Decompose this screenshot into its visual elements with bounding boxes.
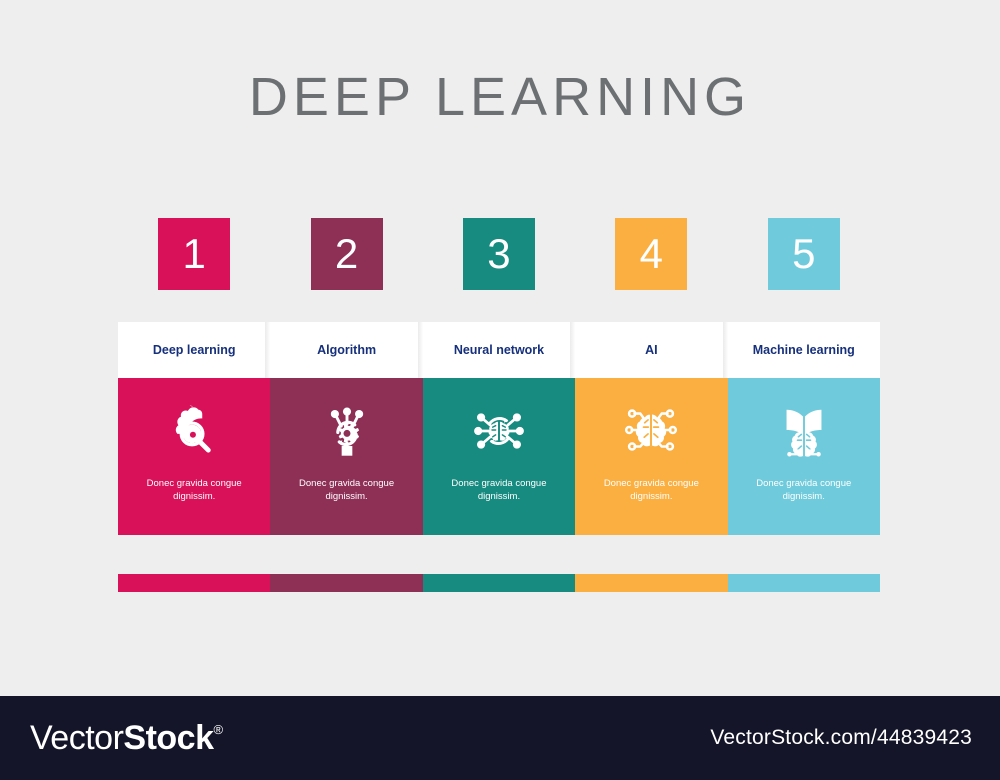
step-card-neural-network: Neural network (422, 322, 581, 535)
watermark-url: VectorStock.com/44839423 (710, 726, 972, 749)
step-number-cell-1: 1 (118, 218, 270, 290)
brain-magnifier-gear-icon (163, 400, 225, 462)
step-card-description-1: Donec gravida congue dignissim. (146, 478, 242, 502)
color-legend-segment-4 (575, 574, 728, 592)
step-card-title-5: Machine learning (752, 343, 855, 357)
step-card-header-1: Deep learning (118, 322, 276, 378)
step-card-description-5: Donec gravida congue dignissim. (756, 478, 852, 502)
step-card-machine-learning: Machine learning (727, 322, 880, 535)
step-card-description-4: Donec gravida congue dignissim. (603, 478, 699, 502)
step-number-cell-2: 2 (270, 218, 422, 290)
step-card-body-3: Donec gravida congue dignissim. (422, 378, 576, 535)
step-number-badge-1: 1 (158, 218, 231, 290)
step-card-description-2: Donec gravida congue dignissim. (299, 478, 395, 502)
step-card-body-4: Donec gravida congue dignissim. (575, 378, 728, 535)
step-card-title-1: Deep learning (152, 343, 236, 357)
color-legend-segment-3 (422, 574, 576, 592)
step-number-badge-4: 4 (615, 218, 688, 290)
color-legend-segment-1 (118, 574, 271, 592)
step-card-body-2: Donec gravida congue dignissim. (270, 378, 423, 535)
step-card-title-2: Algorithm (317, 343, 377, 357)
step-card-header-5: Machine learning (727, 322, 880, 378)
ai-brain-circuit-icon (620, 400, 682, 462)
step-card-header-3: Neural network (422, 322, 581, 378)
registered-trademark-icon: ® (213, 722, 224, 737)
color-legend-bar (118, 574, 880, 592)
page-title: DEEP LEARNING (248, 67, 752, 127)
logo-text-stock: Stock (123, 719, 214, 757)
step-card-ai: AI (575, 322, 733, 535)
step-card-deep-learning: Deep learning (118, 322, 276, 535)
algorithm-gear-nodes-icon (316, 400, 378, 462)
color-legend-segment-5 (727, 574, 880, 592)
book-brain-icon (773, 400, 835, 462)
step-card-body-5: Donec gravida congue dignissim. (727, 378, 880, 535)
step-card-title-4: AI (645, 343, 658, 357)
step-card-description-3: Donec gravida congue dignissim. (451, 478, 547, 502)
step-card-body-1: Donec gravida congue dignissim. (118, 378, 271, 535)
step-number-badge-3: 3 (462, 218, 535, 290)
step-number-cell-3: 3 (423, 218, 575, 290)
step-number-badge-2: 2 (310, 218, 383, 290)
step-number-badge-5: 5 (767, 218, 840, 290)
logo-text-vector: Vector (30, 719, 124, 757)
neural-network-brain-icon (468, 400, 530, 462)
color-legend-segment-2 (270, 574, 423, 592)
steps-cards-row: Deep learning (118, 322, 880, 535)
step-card-header-4: AI (575, 322, 733, 378)
page-title-container: DEEP LEARNING (0, 70, 1000, 124)
step-number-cell-4: 4 (575, 218, 727, 290)
step-card-algorithm: Algorithm (270, 322, 429, 535)
step-card-title-3: Neural network (453, 343, 545, 357)
step-number-cell-5: 5 (728, 218, 880, 290)
step-card-header-2: Algorithm (270, 322, 429, 378)
step-numbers-row: 1 2 3 4 5 (118, 218, 880, 290)
